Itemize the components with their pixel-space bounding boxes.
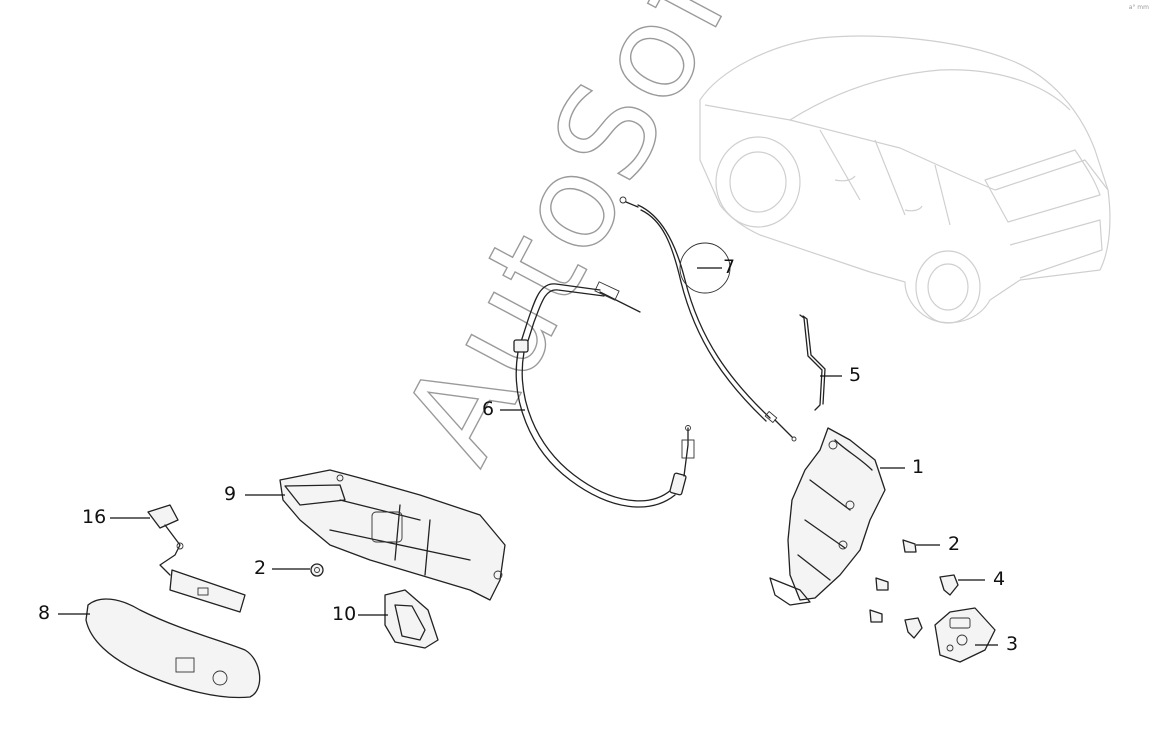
callout-9: 9 bbox=[224, 483, 237, 505]
part-9-handle-bracket bbox=[279, 469, 506, 601]
callout-7: 7 bbox=[723, 256, 736, 278]
part-4-clips bbox=[904, 574, 959, 639]
callout-5: 5 bbox=[849, 364, 862, 386]
callout-2-right: 2 bbox=[948, 533, 961, 555]
callout-6: 6 bbox=[482, 398, 495, 420]
part-2-screw-left bbox=[310, 563, 324, 577]
part-16-sensor bbox=[147, 504, 246, 613]
callout-4: 4 bbox=[993, 568, 1006, 590]
vehicle-outline bbox=[699, 35, 1111, 324]
part-6-cable bbox=[513, 281, 695, 508]
callout-10: 10 bbox=[332, 603, 357, 625]
part-1-lock-actuator bbox=[769, 427, 886, 606]
part-10-cover bbox=[384, 589, 439, 649]
watermark: AutoSoft bbox=[372, 0, 785, 485]
part-8-outside-handle bbox=[85, 598, 261, 699]
corner-mark: a° mm bbox=[1128, 4, 1149, 11]
watermark-text: AutoSoft bbox=[373, 0, 784, 485]
callout-16: 16 bbox=[82, 506, 107, 528]
part-7-cable bbox=[619, 196, 797, 442]
callout-1: 1 bbox=[912, 456, 925, 478]
callout-2-left: 2 bbox=[254, 557, 267, 579]
part-2-screws bbox=[869, 539, 917, 623]
part-3-striker bbox=[934, 607, 996, 663]
leader-lines bbox=[58, 267, 998, 646]
part-5-rod bbox=[799, 314, 826, 411]
callout-3: 3 bbox=[1006, 633, 1019, 655]
callout-8: 8 bbox=[38, 602, 51, 624]
